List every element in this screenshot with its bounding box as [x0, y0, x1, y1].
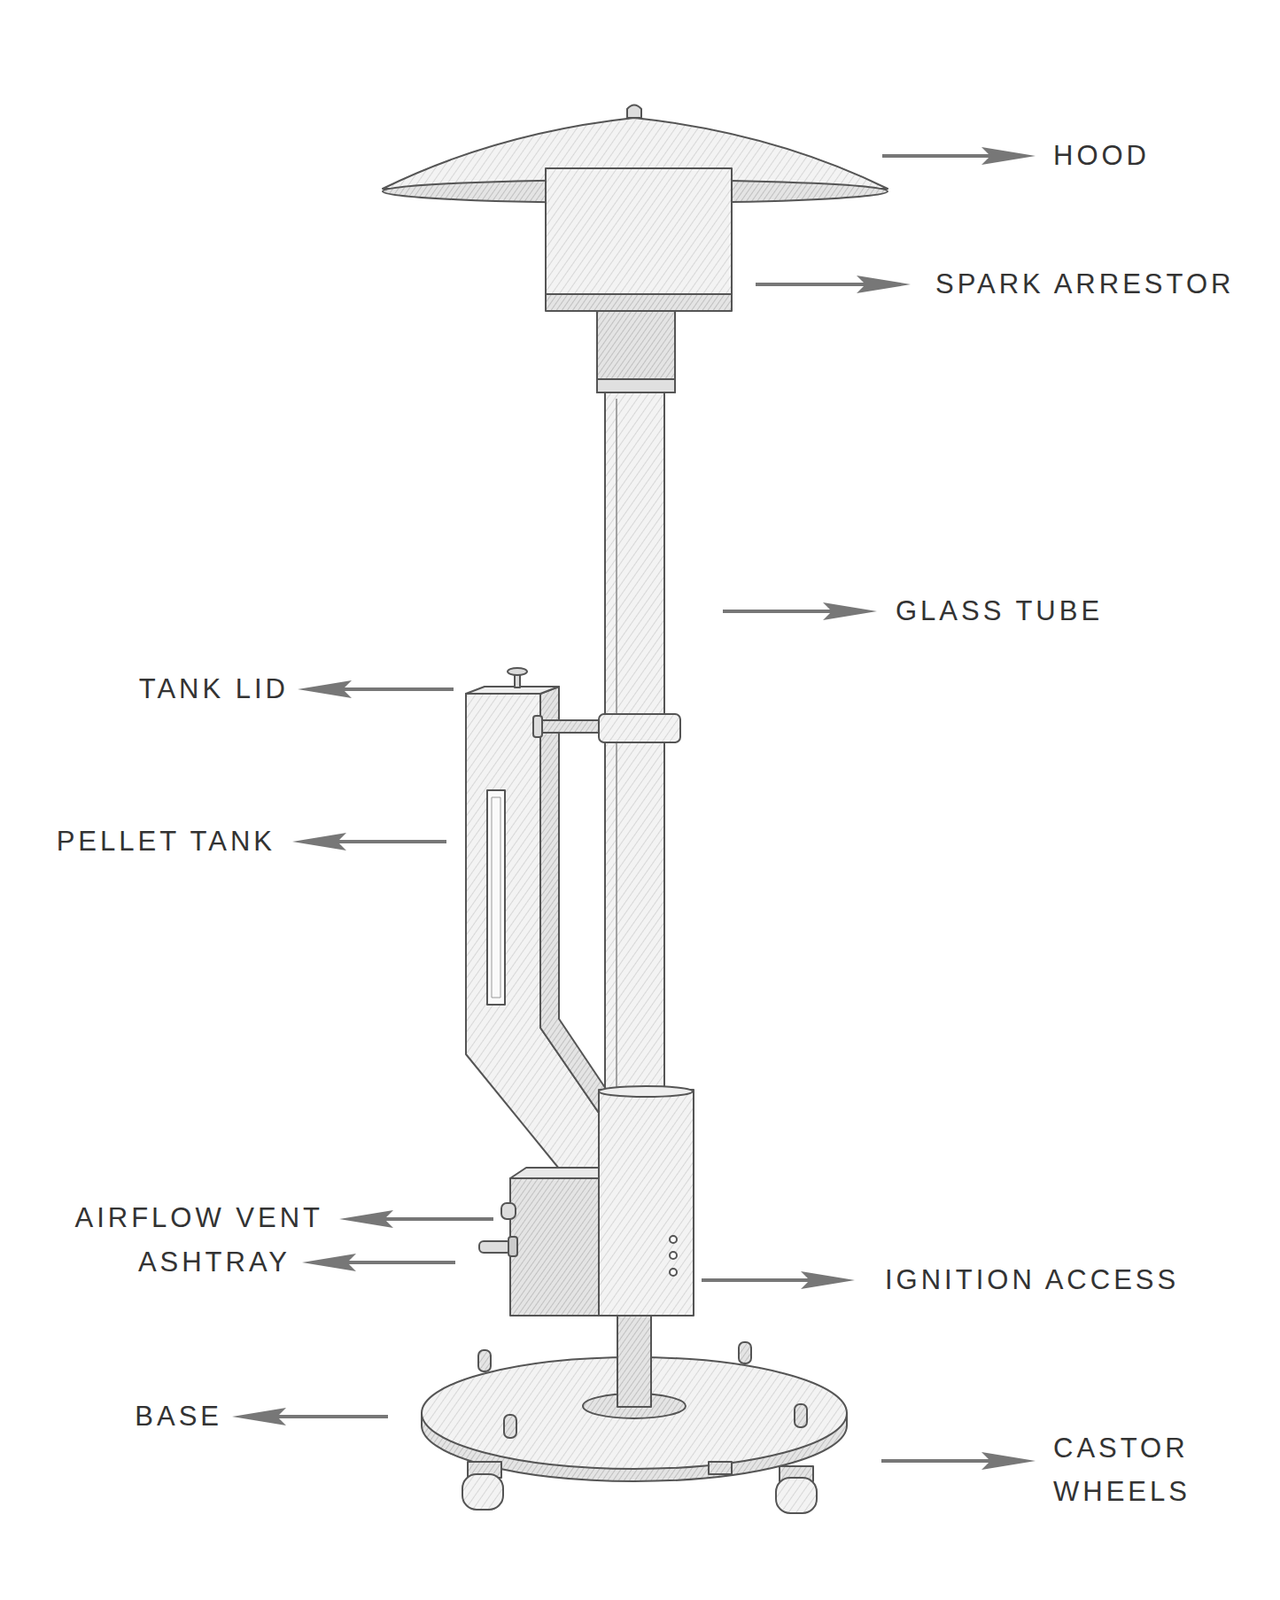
- leader-line: [882, 154, 993, 158]
- arrow-head: [232, 1407, 287, 1426]
- pellet-tank: [465, 693, 603, 1179]
- leader-line: [722, 609, 834, 613]
- spark-arrestor-band: [545, 294, 732, 311]
- ashtray-handle: [479, 1241, 512, 1253]
- ignition-hole: [669, 1251, 677, 1259]
- base-peg: [738, 1342, 752, 1364]
- burner-cylinder-top: [598, 1086, 693, 1097]
- arrow-head: [981, 1451, 1036, 1470]
- arrow-head: [297, 680, 352, 699]
- arrow-head: [302, 1253, 357, 1272]
- arrow-head: [981, 147, 1036, 165]
- tube-clamp: [598, 713, 681, 743]
- tank-bracket: [538, 720, 601, 733]
- arrow-head: [339, 1210, 394, 1228]
- level-window: [487, 790, 505, 1005]
- burner-cylinder: [598, 1089, 694, 1316]
- airflow-knob: [501, 1202, 516, 1219]
- base-peg: [794, 1404, 807, 1428]
- hood-finial: [627, 105, 642, 119]
- neck-collar: [597, 310, 675, 393]
- part-label: AIRFLOW VENT: [74, 1202, 324, 1234]
- leader-line: [701, 1278, 812, 1282]
- collar-band: [597, 379, 675, 393]
- ashtray-handle-base: [508, 1236, 518, 1257]
- tank-lid: [465, 686, 559, 694]
- part-label: ASHTRAY: [138, 1246, 291, 1279]
- burner-box-top: [510, 1167, 603, 1179]
- leader-line: [345, 1260, 456, 1265]
- base-peg: [478, 1349, 491, 1372]
- leader-line: [341, 687, 454, 691]
- spark-arrestor: [545, 168, 732, 295]
- glass-tube: [605, 389, 665, 1099]
- leader-line: [275, 1414, 388, 1419]
- bracket-nut: [533, 715, 543, 737]
- castor-wheel: [775, 1477, 817, 1513]
- ignition-hole: [669, 1268, 677, 1276]
- part-label: BASE: [134, 1400, 223, 1433]
- arrow-head: [800, 1271, 855, 1289]
- arrow-head: [856, 275, 911, 294]
- support-post: [617, 1311, 652, 1407]
- arrow-head: [822, 602, 877, 621]
- arrow-head: [292, 832, 347, 851]
- ignition-hole: [669, 1235, 677, 1243]
- pellet-tank-side: [540, 686, 612, 1118]
- castor-mount: [708, 1461, 732, 1474]
- level-window-inner: [491, 797, 501, 998]
- part-label: HOOD: [1053, 139, 1150, 172]
- lid-knob: [507, 667, 528, 675]
- part-label: CASTOR WHEELS: [1053, 1426, 1244, 1513]
- base-peg: [504, 1414, 517, 1438]
- leader-line: [335, 839, 447, 844]
- part-label: TANK LID: [139, 673, 289, 706]
- leader-line: [382, 1217, 494, 1221]
- tube-highlight: [615, 398, 618, 1090]
- part-label: SPARK ARRESTOR: [935, 268, 1234, 301]
- part-label: GLASS TUBE: [895, 595, 1103, 628]
- leader-line: [755, 282, 868, 287]
- castor-wheel: [462, 1473, 504, 1510]
- leader-line: [881, 1458, 993, 1463]
- part-label: IGNITION ACCESS: [884, 1264, 1180, 1296]
- burner-box: [510, 1178, 603, 1316]
- part-label: PELLET TANK: [56, 825, 276, 858]
